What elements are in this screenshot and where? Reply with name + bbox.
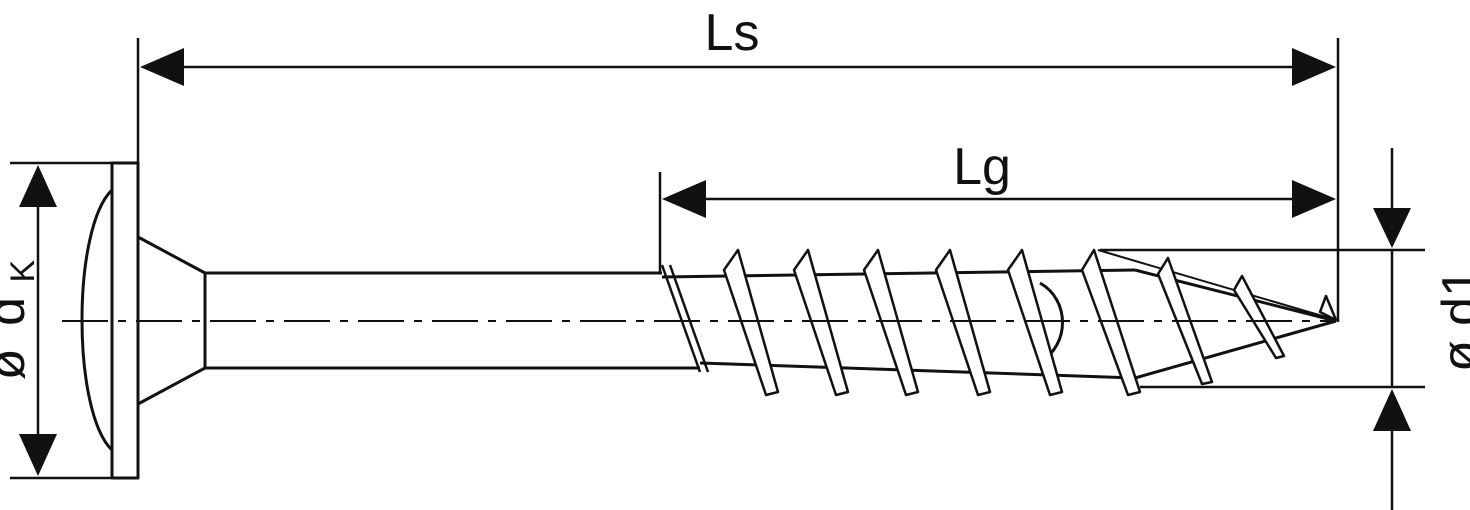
label-head-diameter-subscript: K	[4, 260, 42, 283]
arrowhead-head-bottom	[19, 434, 57, 476]
arrowhead-d1-bottom	[1373, 389, 1411, 431]
dimension-lg	[658, 172, 1336, 272]
thread-core-bottom	[699, 361, 1136, 380]
dimension-ls	[136, 38, 1340, 322]
arrowhead-lg-right	[1292, 180, 1336, 218]
label-head-diameter-symbol: ø	[0, 348, 36, 380]
arrowhead-head-top	[19, 165, 57, 207]
label-lg: Lg	[953, 138, 1011, 196]
arrowhead-ls-left	[140, 48, 184, 86]
screw-head-neck	[137, 235, 207, 406]
label-head-diameter: ø d K	[0, 260, 42, 381]
label-thread-diameter: ø d1	[1432, 268, 1470, 372]
label-ls: Ls	[705, 4, 760, 62]
arrowhead-lg-left	[662, 180, 706, 218]
arrowhead-ls-right	[1292, 48, 1336, 86]
dimension-thread-diameter	[1100, 148, 1425, 510]
thread-tip-top-edge	[1097, 249, 1337, 321]
label-head-diameter-letter: d	[0, 297, 36, 326]
arrowhead-d1-top	[1373, 208, 1411, 248]
thread-taper-bottom	[1134, 319, 1337, 380]
dimension-head-diameter	[10, 161, 112, 480]
